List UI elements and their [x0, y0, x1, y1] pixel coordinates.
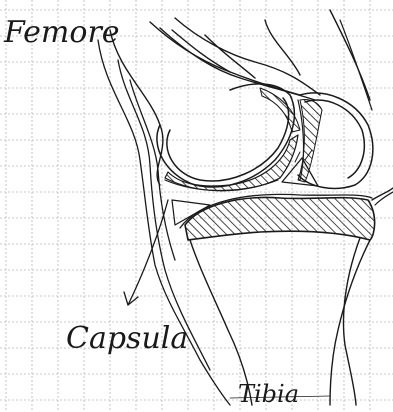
- tibia-label: Tibia: [238, 380, 299, 408]
- capsule-label: Capsula: [66, 321, 188, 356]
- femoral-cartilage-medial: [165, 135, 298, 191]
- femur-label: Femore: [3, 15, 120, 50]
